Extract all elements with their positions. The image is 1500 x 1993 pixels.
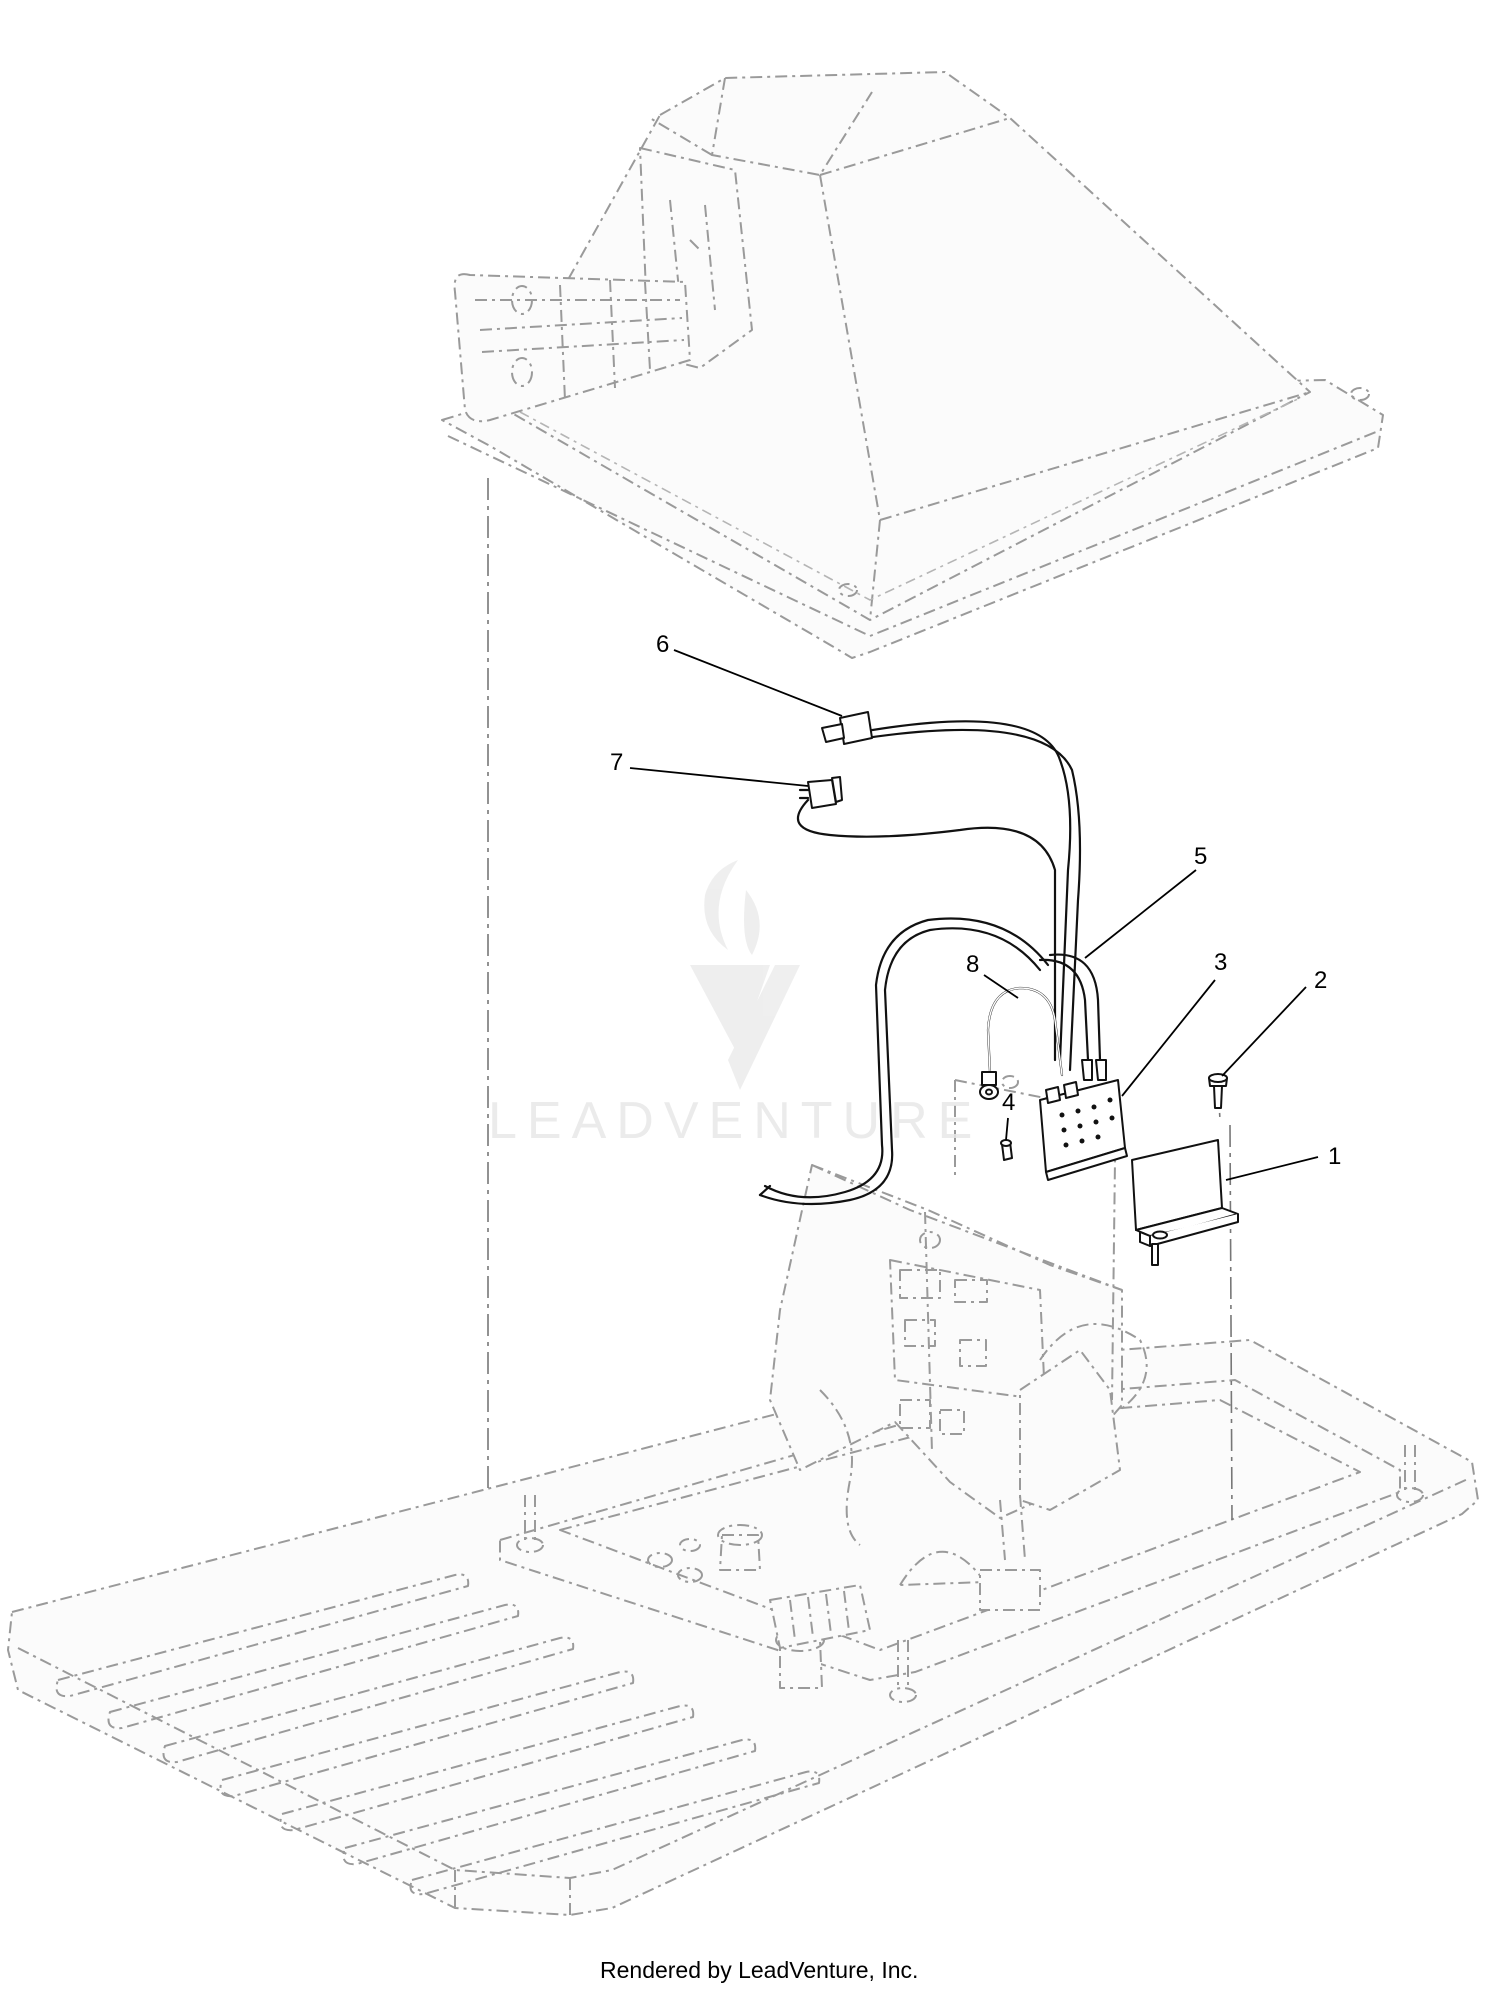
control-plate	[769, 1079, 1148, 1611]
callout-1: 1	[1328, 1143, 1341, 1170]
leadventure-watermark: LEADVENTURE	[488, 860, 982, 1150]
callout-labels: 1 2 3 4 5 6 7 8	[610, 631, 1341, 1170]
part-1-bracket[interactable]	[1131, 1139, 1239, 1266]
base-tray	[7, 1339, 1479, 1916]
cover-housing	[441, 71, 1384, 659]
part-6-connector[interactable]	[821, 711, 1082, 1072]
callout-leaders	[629, 649, 1319, 1181]
callout-2: 2	[1314, 967, 1327, 994]
part-2-screw[interactable]	[1208, 1073, 1228, 1109]
callout-8: 8	[966, 951, 979, 978]
callout-4: 4	[1002, 1089, 1015, 1116]
callout-6: 6	[656, 631, 669, 658]
part-8-ground-wire[interactable]	[979, 986, 1064, 1100]
watermark-text: LEADVENTURE	[488, 1092, 982, 1150]
part-7-connector[interactable]	[796, 776, 1057, 1062]
part-4-standoff[interactable]	[1000, 1139, 1013, 1161]
part-5-harness[interactable]	[758, 917, 1107, 1206]
footer-credit: Rendered by LeadVenture, Inc.	[600, 1957, 918, 1983]
callout-3: 3	[1214, 949, 1227, 976]
part-3-circuit-board[interactable]	[1039, 1079, 1128, 1181]
callout-7: 7	[610, 749, 623, 776]
callout-5: 5	[1194, 843, 1207, 870]
